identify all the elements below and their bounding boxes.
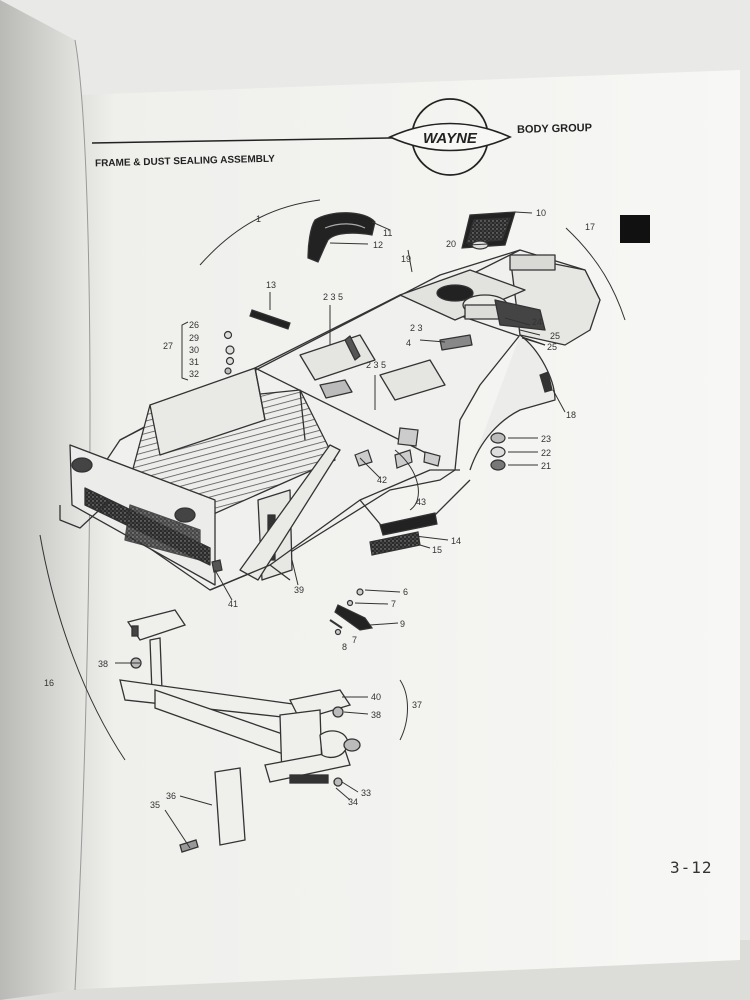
- callout-29: 29: [189, 333, 199, 343]
- callout-17: 17: [585, 222, 595, 232]
- logo-text: WAYNE: [423, 130, 478, 147]
- callout-22: 22: [541, 448, 551, 458]
- callout-28: 26: [189, 320, 199, 330]
- callout-21: 21: [541, 461, 551, 471]
- callout-10: 10: [536, 208, 546, 218]
- callout-8: 8: [342, 642, 347, 652]
- loose-parts: [211, 211, 553, 636]
- callout-27: 27: [163, 341, 173, 351]
- callout-30: 30: [189, 345, 199, 355]
- callout-32: 32: [189, 369, 199, 379]
- callout-24: 24: [532, 317, 542, 327]
- callout-7-lower: 7: [352, 635, 357, 645]
- callout-9: 9: [400, 619, 405, 629]
- callout-20: 20: [446, 239, 456, 249]
- callout-2-3-5-upper: 2 3 5: [323, 292, 343, 302]
- curled-left-page: [0, 0, 90, 1000]
- callout-35: 35: [150, 800, 160, 810]
- callout-7-upper: 7: [391, 599, 396, 609]
- callout-13: 13: [266, 280, 276, 290]
- callout-19: 19: [401, 254, 411, 264]
- callout-31: 31: [189, 357, 199, 367]
- wayne-logo: WAYNE: [388, 98, 512, 176]
- callout-6: 6: [403, 587, 408, 597]
- callout-38-left: 38: [98, 659, 108, 669]
- section-heading: BODY GROUP: [516, 122, 593, 136]
- callout-25-lower: 25: [547, 342, 557, 352]
- callout-4: 4: [406, 338, 411, 348]
- callout-36: 36: [166, 791, 176, 801]
- front-axle-assembly: [119, 609, 361, 853]
- callout-1: 1: [256, 214, 261, 224]
- callout-labels: 1 11 12 10 20 17 19 13 2 3 5 2 3 4 24 25…: [44, 208, 595, 810]
- callout-43: 43: [416, 497, 426, 507]
- index-tab: [620, 215, 650, 243]
- callout-23: 23: [541, 434, 551, 444]
- callout-16: 16: [44, 678, 54, 688]
- callout-18: 18: [566, 410, 576, 420]
- callout-12: 12: [373, 240, 383, 250]
- callout-42: 42: [377, 475, 387, 485]
- callout-25-upper: 25: [550, 331, 560, 341]
- callout-14: 14: [451, 536, 461, 546]
- page-number: 3-12: [670, 858, 713, 877]
- callout-11: 11: [383, 228, 392, 238]
- callout-38-right: 38: [371, 710, 381, 720]
- callout-41: 41: [228, 599, 238, 609]
- callout-39: 39: [294, 585, 304, 595]
- frame-assembly-drawing: [59, 249, 601, 591]
- callout-37: 37: [412, 700, 422, 710]
- leader-lines: [39, 199, 626, 849]
- callout-33: 33: [361, 788, 371, 798]
- callout-34: 34: [348, 797, 358, 807]
- callout-2-3: 2 3: [410, 323, 423, 333]
- callout-40: 40: [371, 692, 381, 702]
- callout-2-3-5-lower: 2 3 5: [366, 360, 386, 370]
- callout-15: 15: [432, 545, 442, 555]
